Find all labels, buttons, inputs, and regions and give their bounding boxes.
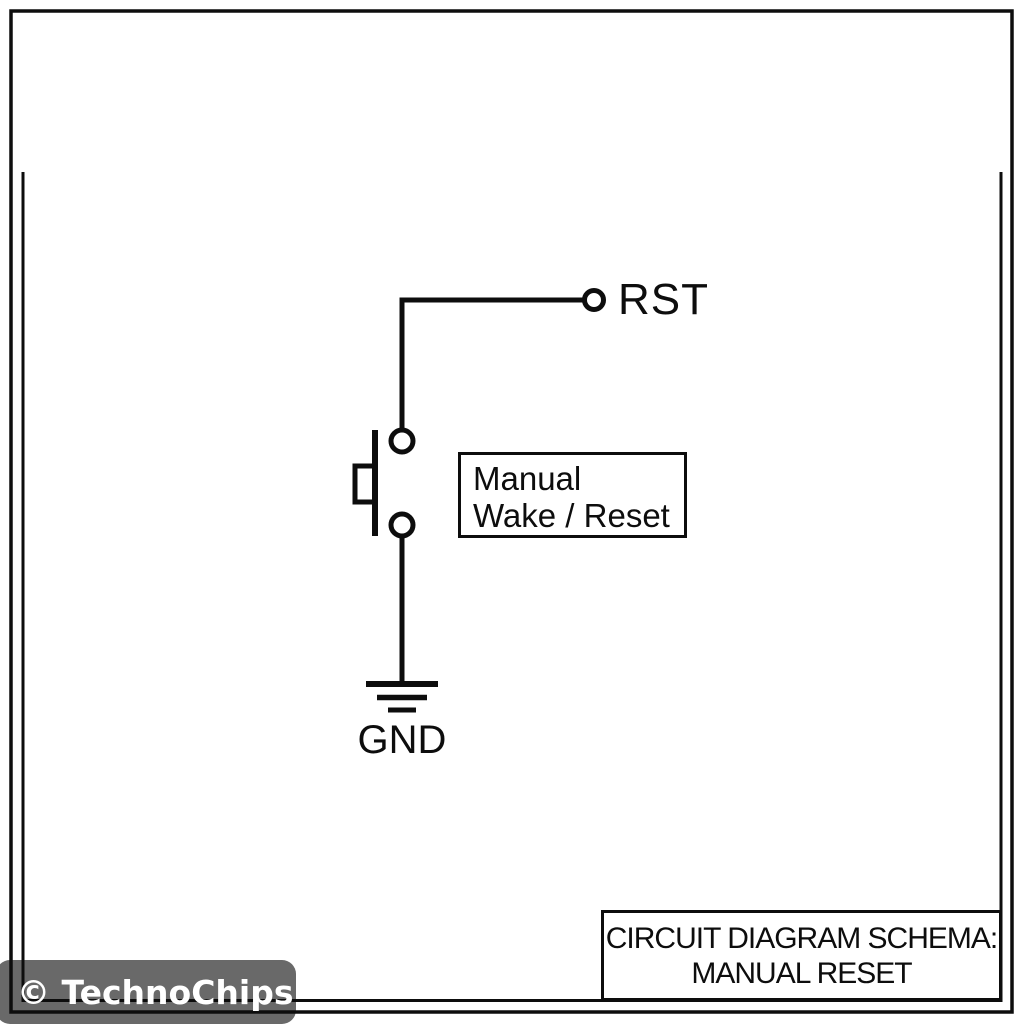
sheet-inner-border <box>21 172 1003 1002</box>
earth-ground-icon <box>366 681 438 713</box>
rst-net-label: RST <box>618 275 709 324</box>
gnd-net-label: GND <box>357 718 447 762</box>
watermark-label: © TechnoChips <box>17 972 294 1012</box>
component-label-line1: Manual <box>473 460 582 497</box>
title-block-line2: MANUAL RESET <box>691 956 912 990</box>
open-circle-terminal-icon <box>582 288 606 312</box>
component-label-box: Manual Wake / Reset <box>458 452 687 538</box>
component-label-line2: Wake / Reset <box>473 497 670 534</box>
title-block: CIRCUIT DIAGRAM SCHEMA: MANUAL RESET <box>601 910 1002 1001</box>
rst-wire <box>399 297 585 429</box>
momentary-push-button-icon <box>352 427 416 539</box>
title-block-line1: CIRCUIT DIAGRAM SCHEMA: <box>605 921 998 955</box>
sheet-outer-border <box>9 9 1014 1014</box>
